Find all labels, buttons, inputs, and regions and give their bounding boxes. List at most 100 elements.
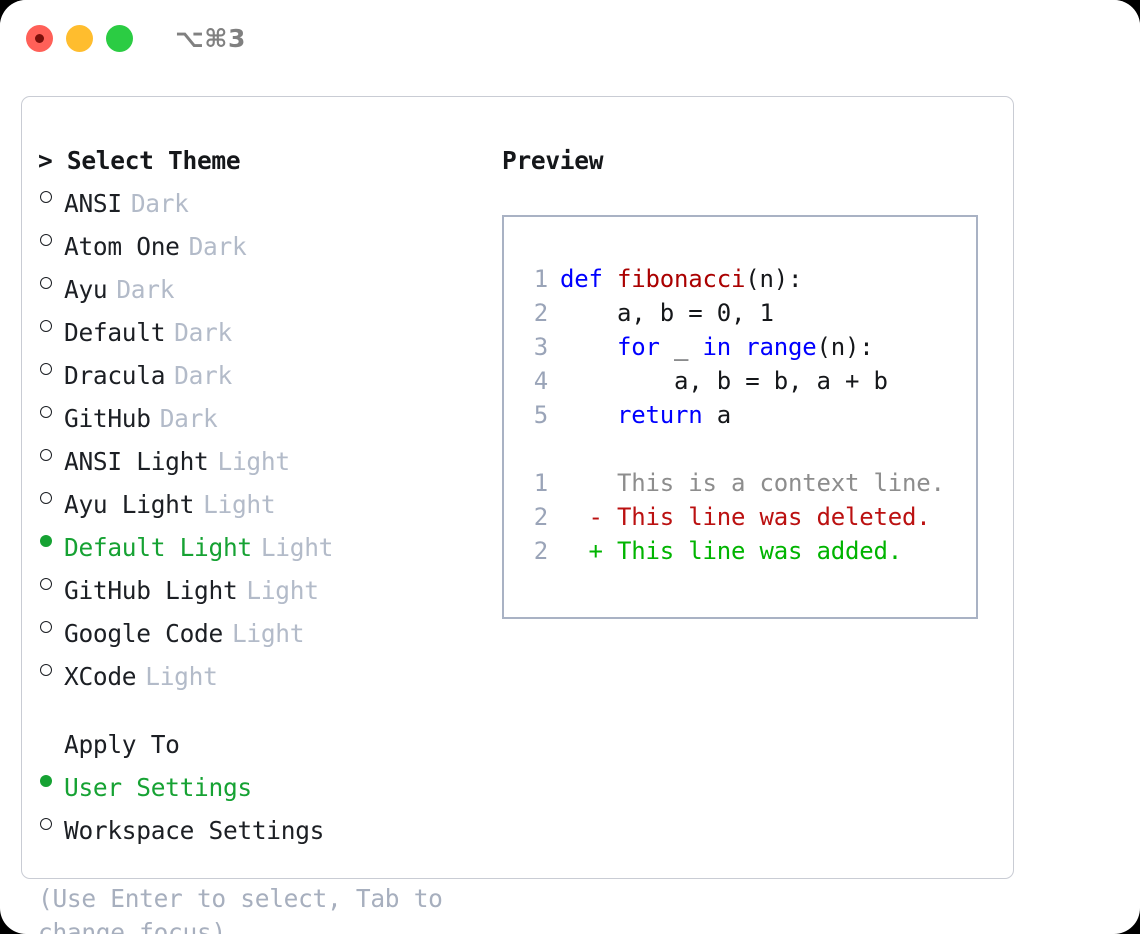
theme-list-item[interactable]: ANSI Light Light — [38, 436, 488, 479]
theme-name: ANSI Light — [64, 447, 209, 476]
radio-unselected-icon[interactable] — [38, 350, 64, 384]
code-diff-spacer — [504, 432, 976, 466]
code-token: a, b = 0, 1 — [560, 299, 774, 327]
code-token — [560, 333, 617, 361]
theme-list-item[interactable]: Ayu Dark — [38, 264, 488, 307]
theme-variant-tag: Dark — [174, 318, 232, 347]
code-line-number: 1 — [533, 265, 548, 293]
theme-name: Atom One — [64, 232, 180, 261]
apply-to-heading: Apply To — [64, 730, 180, 759]
code-line-text: for _ in range(n): — [548, 330, 874, 364]
theme-list-item[interactable]: ANSI Dark — [38, 178, 488, 221]
code-token: (n): — [745, 265, 803, 293]
theme-list-item[interactable]: GitHub Dark — [38, 393, 488, 436]
title-bar: ⌥⌘3 — [0, 0, 1140, 76]
theme-name: XCode — [64, 662, 137, 691]
diff-line-number: 1 — [533, 469, 548, 497]
code-token: _ — [659, 333, 703, 361]
radio-unselected-icon[interactable] — [38, 436, 64, 470]
radio-unselected-icon[interactable] — [38, 264, 64, 298]
theme-name: GitHub — [64, 404, 151, 433]
radio-unselected-icon[interactable] — [38, 651, 64, 685]
diff-line: 2 + This line was added. — [504, 534, 976, 568]
code-line-text: a, b = b, a + b — [548, 364, 888, 398]
code-token: a — [702, 401, 731, 429]
theme-list-item[interactable]: Default Light Light — [38, 522, 488, 565]
theme-list-item[interactable]: Default Dark — [38, 307, 488, 350]
radio-unselected-icon[interactable] — [38, 221, 64, 255]
code-token: def — [560, 265, 603, 293]
theme-name: Default — [64, 318, 166, 347]
theme-variant-tag: Dark — [188, 232, 247, 261]
apply-to-label: User Settings — [64, 773, 252, 802]
code-line-number: 4 — [533, 367, 548, 395]
code-token — [731, 333, 745, 361]
theme-name: Dracula — [64, 361, 166, 390]
radio-unselected-icon[interactable] — [38, 805, 64, 839]
apply-to-option[interactable]: Workspace Settings — [38, 805, 488, 848]
code-token: range — [745, 333, 817, 361]
radio-unselected-icon[interactable] — [38, 479, 64, 513]
radio-unselected-icon[interactable] — [38, 565, 64, 599]
theme-list-item[interactable]: Dracula Dark — [38, 350, 488, 393]
theme-name: Ayu Light — [64, 490, 195, 519]
diff-sample: 1 This is a context line.2 - This line w… — [504, 466, 976, 568]
radio-unselected-icon[interactable] — [38, 608, 64, 642]
theme-variant-tag: Dark — [130, 189, 189, 218]
code-token: in — [702, 333, 732, 361]
theme-variant-tag: Light — [217, 447, 291, 476]
apply-to-label: Workspace Settings — [64, 816, 325, 845]
theme-variant-tag: Light — [145, 662, 218, 691]
radio-selected-icon[interactable] — [38, 762, 64, 796]
theme-variant-tag: Light — [203, 490, 276, 519]
theme-list-item[interactable]: XCode Light — [38, 651, 488, 694]
apply-to-option[interactable]: User Settings — [38, 762, 488, 805]
theme-name: Ayu — [64, 275, 108, 304]
theme-list-item[interactable]: Ayu Light Light — [38, 479, 488, 522]
radio-unselected-icon[interactable] — [38, 178, 64, 212]
diff-line-text: - This line was deleted. — [560, 503, 931, 531]
code-token — [603, 265, 617, 293]
code-token: return — [617, 401, 703, 429]
theme-variant-tag: Dark — [116, 275, 175, 304]
diff-line-number: 2 — [533, 503, 548, 531]
theme-name: ANSI — [64, 189, 122, 218]
theme-name: Default Light — [64, 533, 252, 562]
code-line-number: 3 — [533, 333, 548, 361]
code-line-number: 5 — [533, 401, 548, 429]
diff-line: 2 - This line was deleted. — [504, 500, 976, 534]
code-line: 2 a, b = 0, 1 — [504, 296, 976, 330]
diff-line: 1 This is a context line. — [504, 466, 976, 500]
code-line-number: 2 — [533, 299, 548, 327]
diff-line-number: 2 — [533, 537, 548, 565]
theme-variant-tag: Dark — [159, 404, 218, 433]
radio-unselected-icon[interactable] — [38, 307, 64, 341]
code-token: for — [617, 333, 660, 361]
theme-name: Google Code — [64, 619, 223, 648]
maximize-window-button[interactable] — [106, 24, 133, 52]
theme-variant-tag: Light — [260, 533, 334, 562]
theme-variant-tag: Dark — [174, 361, 232, 390]
theme-variant-tag: Light — [246, 576, 319, 605]
preview-heading: Preview — [502, 146, 604, 175]
radio-unselected-icon[interactable] — [38, 393, 64, 427]
code-token: fibonacci — [617, 265, 746, 293]
code-line-text: return a — [548, 398, 731, 432]
close-window-button[interactable] — [26, 24, 53, 52]
minimize-window-button[interactable] — [66, 24, 93, 52]
code-line-text: def fibonacci(n): — [548, 262, 802, 296]
theme-list-item[interactable]: Atom One Dark — [38, 221, 488, 264]
radio-selected-icon[interactable] — [38, 522, 64, 556]
code-line: 3 for _ in range(n): — [504, 330, 976, 364]
